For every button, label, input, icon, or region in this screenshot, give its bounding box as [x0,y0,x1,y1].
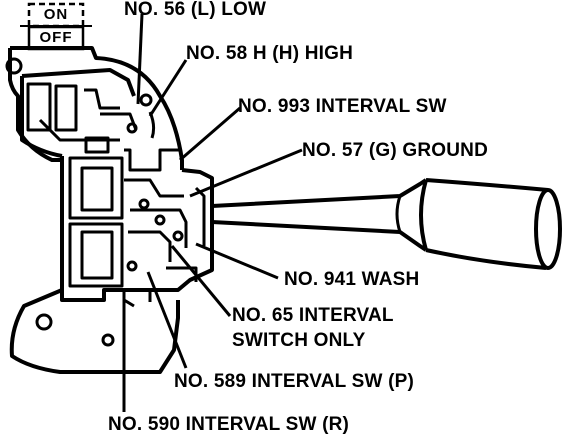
leader-65 [170,245,232,317]
leader-lines [122,13,303,412]
label-no-65-line2: SWITCH ONLY [232,330,366,351]
on-label: ON [43,6,69,23]
connector-block [60,136,214,308]
label-no-58: NO. 58 H (H) HIGH [186,43,354,64]
leader-993 [179,106,241,162]
label-no-65-line1: NO. 65 INTERVAL [232,305,394,326]
label-no-590: NO. 590 INTERVAL SW (R) [108,414,350,435]
label-no-993: NO. 993 INTERVAL SW [238,96,447,117]
label-no-941: NO. 941 WASH [284,269,420,290]
leader-941 [195,242,279,280]
leader-57 [189,148,303,198]
leader-56 [136,13,144,105]
label-no-57: NO. 57 (G) GROUND [302,140,489,161]
off-label: OFF [39,29,73,46]
label-no-589: NO. 589 INTERVAL SW (P) [174,371,415,392]
leader-58 [148,59,188,117]
switch-housing [5,46,184,170]
label-no-56: NO. 56 (L) LOW [124,0,267,20]
leader-589 [146,271,188,369]
wiper-lever [211,178,562,270]
lower-housing [9,288,180,374]
